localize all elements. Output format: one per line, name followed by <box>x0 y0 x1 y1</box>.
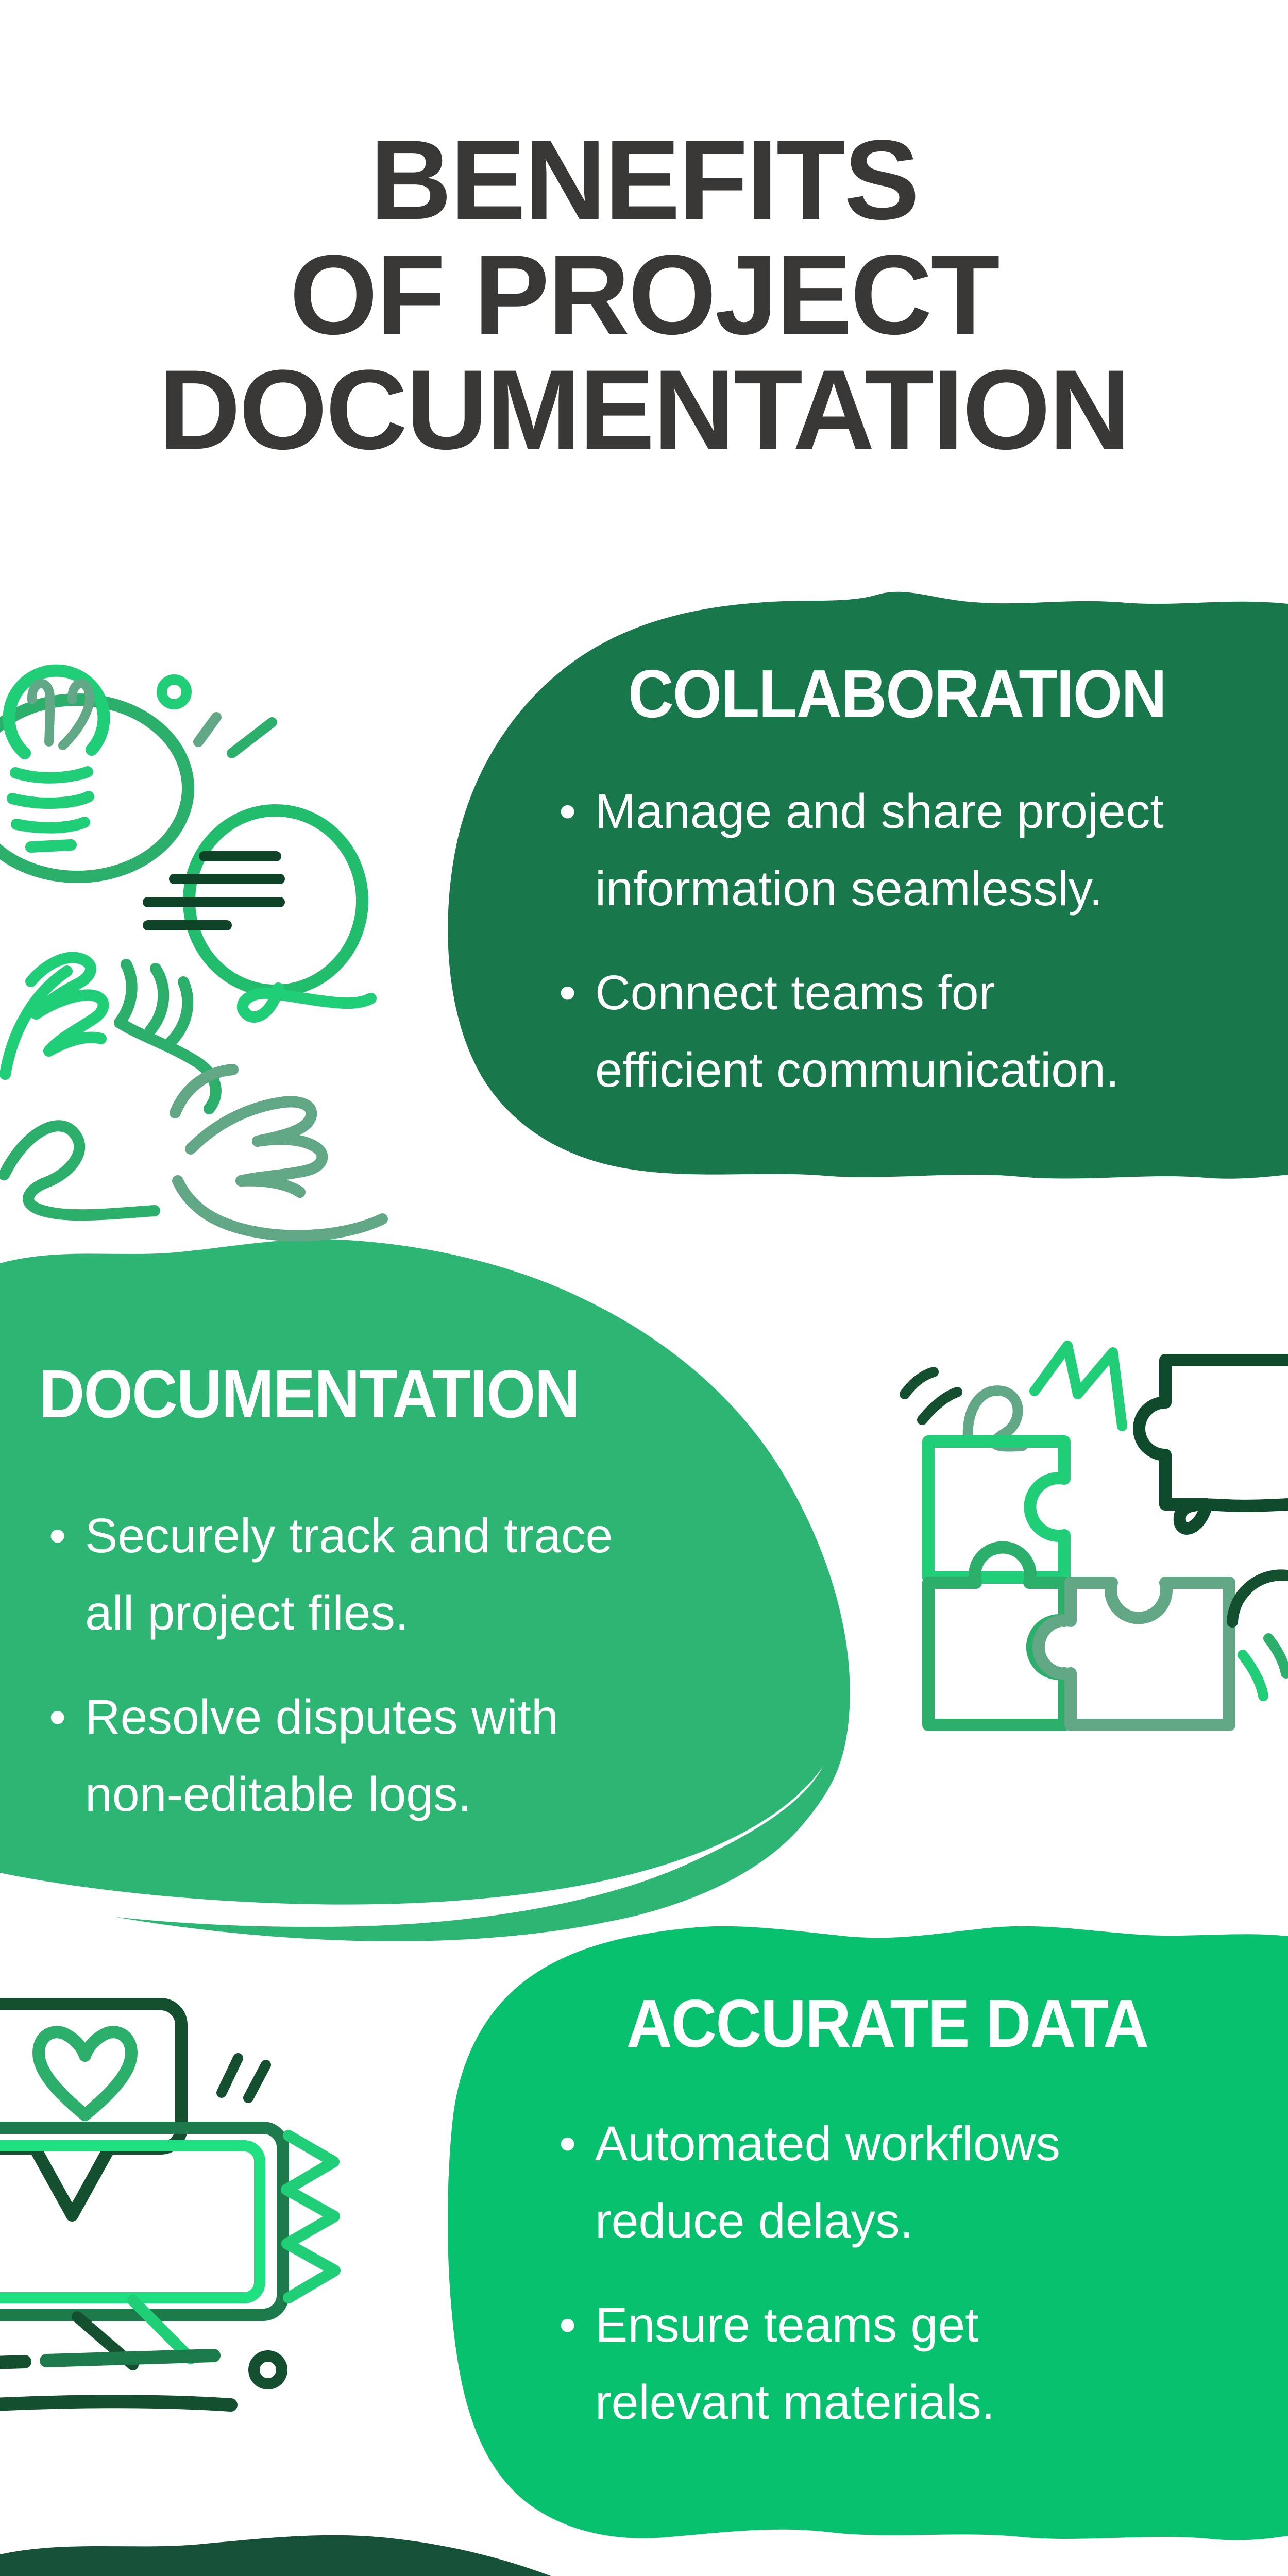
page-title: BENEFITS OF PROJECT DOCUMENTATION <box>159 116 1131 473</box>
accent-dash-icon <box>1263 1633 1288 1679</box>
documentation-blob-swoosh <box>0 1766 823 1927</box>
accessibility-blob <box>0 2535 551 2576</box>
collaboration-blob <box>448 591 1288 1179</box>
heart-message-bubble-icon <box>0 1998 188 2222</box>
section-title-accurate-data: ACCURATE DATA <box>626 1986 1149 2061</box>
bullet-item: • Connect teams for efficient communicat… <box>559 954 1203 1109</box>
zigzag-icon <box>281 2130 341 2303</box>
monitor-heart-message-illustration <box>0 1998 341 2412</box>
puzzle-piece-icon <box>1133 1354 1288 1511</box>
lightbulb-icon <box>3 664 110 853</box>
bullet-dot-icon: • <box>49 1690 66 1744</box>
puzzle-pieces-illustration <box>900 1341 1288 1731</box>
sparkle-dash-icon <box>243 2060 271 2103</box>
puzzle-piece-icon <box>922 1435 1071 1584</box>
puzzle-piece-icon <box>1159 1498 1288 1535</box>
hand-icon <box>170 1064 388 1242</box>
bullet-text: Resolve disputes with non-editable logs. <box>85 1690 558 1822</box>
heart-icon <box>32 2026 138 2121</box>
sparkle-icon <box>157 674 277 758</box>
accent-arc-icon <box>1227 1569 1288 1628</box>
speech-bubble-icon <box>0 693 194 883</box>
bullet-item: • Ensure teams get relevant materials. <box>559 2286 1203 2441</box>
message-bubble-icon <box>143 804 377 1023</box>
bullet-item: • Manage and share project information s… <box>559 773 1203 927</box>
bullet-dot-icon: • <box>559 2298 577 2352</box>
idea-speech-bubbles-hands-illustration <box>0 664 388 1242</box>
bullet-item: • Resolve disputes with non-editable log… <box>49 1679 693 1833</box>
bullet-dot-icon: • <box>559 965 577 1020</box>
section-title-collaboration: COLLABORATION <box>628 656 1167 732</box>
hand-icon <box>0 959 222 1221</box>
documentation-bullet-list: • Securely track and trace all project f… <box>49 1497 693 1860</box>
bullet-text: Connect teams for efficient communicatio… <box>595 965 1120 1097</box>
bullet-text: Manage and share project information sea… <box>595 784 1164 916</box>
sparkle-dash-icon <box>900 1367 939 1399</box>
bullet-dot-icon: • <box>559 2116 577 2171</box>
hand-icon <box>0 952 109 1080</box>
bullet-text: Securely track and trace all project fil… <box>85 1509 613 1640</box>
bullet-item: • Automated workflows reduce delays. <box>559 2105 1203 2260</box>
sparkle-dash-icon <box>917 1387 962 1425</box>
section-title-documentation: DOCUMENTATION <box>39 1356 581 1432</box>
bullet-dot-icon: • <box>49 1509 66 1563</box>
sparkle-dash-icon <box>216 2053 243 2098</box>
bullet-item: • Securely track and trace all project f… <box>49 1497 693 1652</box>
accurate-data-blob <box>448 1926 1288 2540</box>
zigzag-icon <box>1029 1341 1127 1431</box>
bullet-text: Automated workflows reduce delays. <box>595 2116 1060 2248</box>
accent-dash-icon <box>1238 1650 1268 1701</box>
puzzle-piece-icon <box>1032 1577 1235 1731</box>
accurate-data-bullet-list: • Automated workflows reduce delays. • E… <box>559 2105 1203 2468</box>
bullet-dot-icon: • <box>559 784 577 839</box>
dot-accent-icon <box>248 2350 287 2389</box>
collaboration-bullet-list: • Manage and share project information s… <box>559 773 1203 1136</box>
monitor-icon <box>0 2122 289 2412</box>
bullet-text: Ensure teams get relevant materials. <box>595 2298 995 2430</box>
documentation-blob <box>0 1239 850 1942</box>
